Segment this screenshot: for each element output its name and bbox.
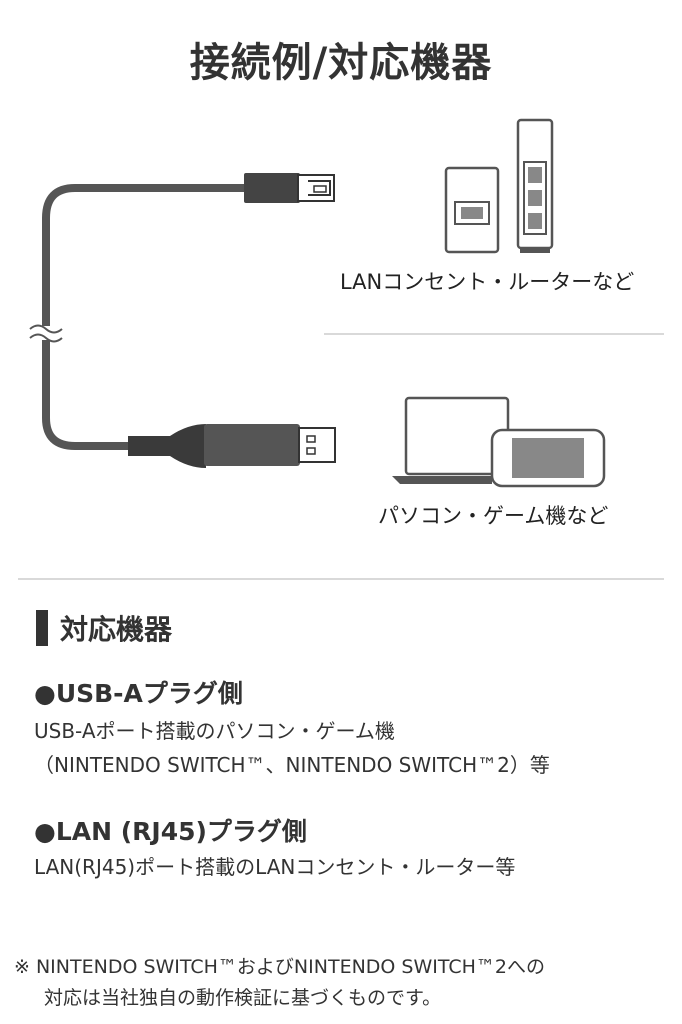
- section-heading: 対応機器: [36, 608, 172, 648]
- footnote-line: ※ NINTENDO SWITCH™およびNINTENDO SWITCH™2への: [14, 956, 545, 978]
- footnote-line: 対応は当社独自の動作検証に基づくものです。: [44, 987, 442, 1009]
- lan-desc-line: LAN(RJ45)ポート搭載のLANコンセント・ルーター等: [34, 855, 516, 879]
- heading-bar: [36, 610, 48, 646]
- divider: [18, 578, 664, 580]
- footnote: ※ NINTENDO SWITCH™およびNINTENDO SWITCH™2への…: [14, 952, 545, 1014]
- cable-break-mark: [29, 324, 63, 343]
- page-title: 接続例/対応機器: [189, 40, 493, 86]
- pc-devices-caption: パソコン・ゲーム機など: [378, 504, 609, 528]
- divider: [324, 333, 664, 335]
- usb-desc-line: USB-Aポート搭載のパソコン・ゲーム機: [34, 719, 395, 743]
- router-icon: [516, 118, 554, 253]
- usb-a-plug-icon: [128, 424, 336, 468]
- usb-side-description: USB-Aポート搭載のパソコン・ゲーム機 （NINTENDO SWITCH™、N…: [34, 714, 550, 782]
- game-console-icon: [490, 428, 606, 488]
- lan-side-title: ●LAN (RJ45)プラグ側: [34, 817, 307, 846]
- rj45-plug-icon: [244, 173, 335, 203]
- usb-desc-line: （NINTENDO SWITCH™、NINTENDO SWITCH™2）等: [34, 753, 550, 777]
- lan-outlet-icon: [444, 166, 500, 254]
- usb-side-title: ●USB-Aプラグ側: [34, 679, 243, 708]
- cable: [42, 184, 249, 450]
- lan-side-description: LAN(RJ45)ポート搭載のLANコンセント・ルーター等: [34, 850, 515, 884]
- section-title: 対応機器: [60, 613, 173, 646]
- lan-devices-caption: LANコンセント・ルーターなど: [340, 270, 635, 294]
- laptop-icon: [392, 396, 510, 484]
- connection-diagram: [29, 118, 606, 488]
